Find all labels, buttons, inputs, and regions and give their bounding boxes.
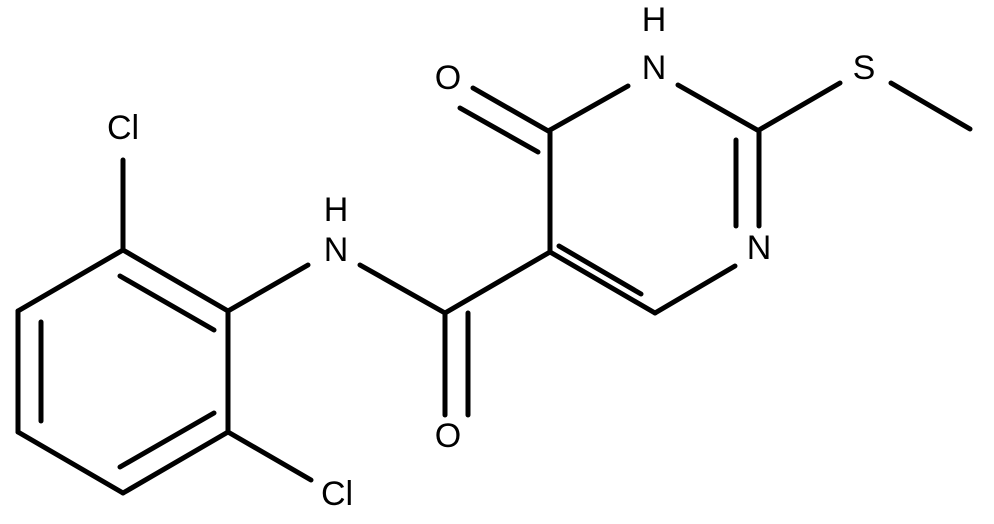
bond-c6-c5-b <box>556 243 644 297</box>
bonds <box>15 80 973 496</box>
atom-s: S <box>853 49 876 87</box>
bond-ar4-ar5 <box>15 429 126 496</box>
bond-ar6-cl <box>225 429 314 483</box>
bond-c6-c5-a <box>547 249 658 316</box>
bond-camide-n <box>357 262 448 316</box>
bond-ar5-ar6-a <box>120 429 231 496</box>
atom-n-amide: N <box>324 231 349 269</box>
atom-n-ring-3: N <box>642 49 667 87</box>
bond-c2-s <box>756 80 843 133</box>
atom-h-ring: H <box>642 1 667 39</box>
bond-s-ch3 <box>888 80 973 132</box>
atom-cl-bottom: Cl <box>321 475 353 513</box>
bond-ar5-ar6-b <box>117 410 217 470</box>
bond-c4-n3 <box>547 83 631 133</box>
bond-ar1-ar2-a <box>120 247 231 314</box>
bond-n3-c2 <box>675 82 762 134</box>
atom-h-amide: H <box>324 191 349 229</box>
bond-n-aryl <box>225 262 311 314</box>
atom-n-ring-1: N <box>747 229 772 267</box>
bond-c4-o-double-a <box>470 85 553 135</box>
bond-c5-camide <box>442 249 553 316</box>
atom-labels: O H N S N H N O Cl Cl <box>107 1 875 513</box>
atom-o-amide: O <box>435 417 461 455</box>
atom-cl-top: Cl <box>107 109 139 147</box>
bond-c4-o-double-b <box>457 105 541 155</box>
atom-o-keto: O <box>435 59 461 97</box>
bond-ar1-ar2-b <box>117 273 217 333</box>
bond-ar2-ar3 <box>15 247 126 314</box>
bond-n1-c6 <box>652 263 738 316</box>
